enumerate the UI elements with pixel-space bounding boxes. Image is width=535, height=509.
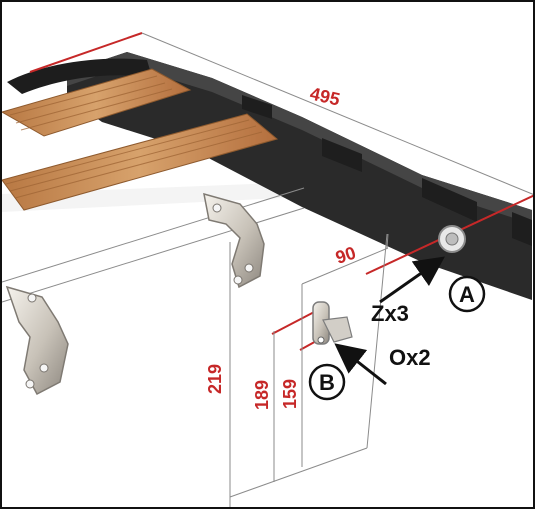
wood-grain [5, 75, 263, 199]
panel-shadow-strip [2, 182, 302, 212]
rail-block [242, 95, 272, 119]
front-panel [2, 182, 532, 507]
dimension-159-label: 159 [280, 379, 300, 409]
frame-rail [67, 52, 532, 300]
fixing-a [438, 225, 466, 253]
marker-b-label: B [319, 370, 335, 395]
rail-block [422, 178, 477, 222]
callout-zx3-label: Zx3 [371, 301, 409, 326]
marker-a-label: A [459, 282, 475, 307]
dimension-219-label: 219 [205, 364, 225, 394]
frame-curved-end [7, 58, 152, 94]
marker-b: B [308, 363, 346, 401]
dimension-495-label: 495 [308, 83, 342, 109]
right-hinge [203, 192, 265, 289]
frame-rail-top-face [67, 52, 532, 224]
wood-slat-lower [2, 113, 279, 211]
arrow-to-b [334, 343, 387, 386]
callout-ox2-label: Ox2 [389, 345, 431, 370]
marker-a: A [448, 275, 486, 313]
left-hinge [5, 285, 69, 396]
arrow-to-a [379, 256, 445, 304]
fixing-b [312, 301, 353, 345]
measurement-guides [2, 32, 533, 507]
dimension-189-label: 189 [252, 380, 272, 410]
rail-block [512, 212, 532, 246]
rail-block [322, 138, 362, 172]
